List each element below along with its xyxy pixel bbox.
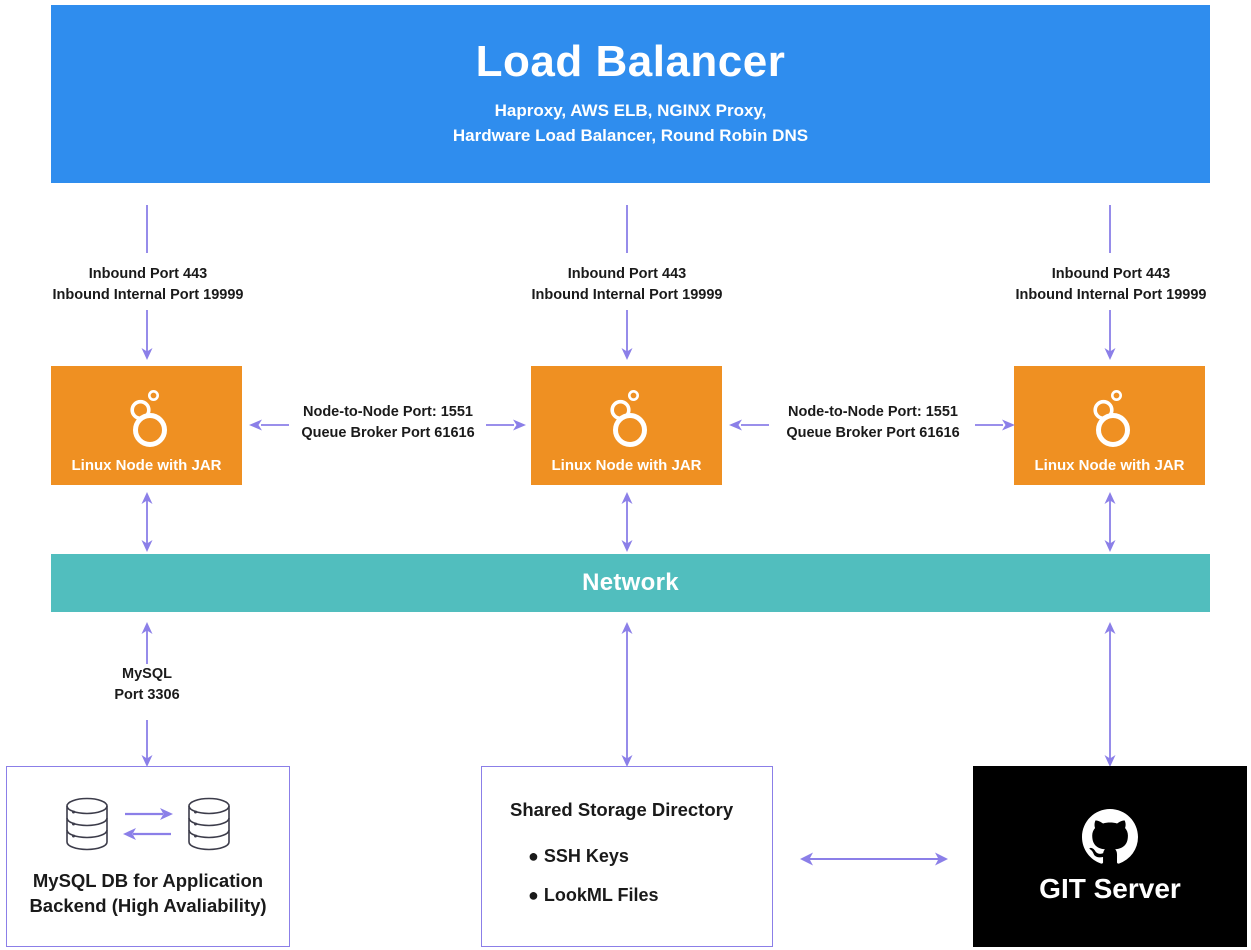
connector-shared-storage-to-git-server <box>800 852 948 866</box>
git-server-box: GIT Server <box>973 766 1247 947</box>
looker-icon <box>604 388 650 450</box>
connector-lb-to-node-1 <box>141 205 153 360</box>
connector-node-2-to-node-3 <box>729 419 1015 431</box>
network-bar: Network <box>51 554 1210 612</box>
inbound-link-3-line-1: Inbound Port 443 <box>1051 266 1171 282</box>
bullet-icon: ● <box>528 884 539 905</box>
inbound-link-2-line-2: Inbound Internal Port 19999 <box>531 287 723 304</box>
mysql-link-line-2: Port 3306 <box>114 687 180 704</box>
linux-node-2-label: Linux Node with JAR <box>551 457 702 474</box>
git-server-label: GIT Server <box>1039 872 1181 904</box>
mysql-link-line-1: MySQL <box>122 666 172 682</box>
shared-storage-box: Shared Storage Directory ● SSH Keys ● Lo… <box>481 766 773 947</box>
inbound-link-label-3: Inbound Port 443 Inbound Internal Port 1… <box>981 264 1241 306</box>
looker-icon <box>1087 388 1133 450</box>
connector-network-to-git-server <box>1104 622 1116 767</box>
mysql-database-box: MySQL DB for Application Backend (High A… <box>6 766 290 947</box>
linux-node-3[interactable]: Linux Node with JAR <box>1014 366 1205 485</box>
load-balancer-subtitle-line-1: Haproxy, AWS ELB, NGINX Proxy, <box>494 101 767 121</box>
shared-storage-item-ssh-keys: ● SSH Keys <box>528 846 772 867</box>
mysql-database-caption: MySQL DB for Application Backend (High A… <box>29 869 266 919</box>
github-octocat-icon <box>1082 808 1138 865</box>
node-to-node-2-line-1: Node-to-Node Port: 1551 <box>788 404 958 420</box>
inbound-link-label-1: Inbound Port 443 Inbound Internal Port 1… <box>18 264 278 306</box>
node-to-node-1-line-1: Node-to-Node Port: 1551 <box>303 404 473 420</box>
node-to-node-label-1: Node-to-Node Port: 1551 Queue Broker Por… <box>253 402 523 444</box>
mysql-database-caption-line-1: MySQL DB for Application <box>32 869 264 891</box>
node-to-node-2-line-2: Queue Broker Port 61616 <box>786 425 960 442</box>
network-label: Network <box>582 569 679 596</box>
connector-lb-to-node-2 <box>621 205 633 360</box>
inbound-link-1-line-2: Inbound Internal Port 19999 <box>52 287 244 304</box>
inbound-link-3-line-2: Inbound Internal Port 19999 <box>1015 287 1207 304</box>
node-to-node-1-line-2: Queue Broker Port 61616 <box>301 425 475 442</box>
connector-lb-to-node-3 <box>1104 205 1116 360</box>
shared-storage-item-lookml-files: ● LookML Files <box>528 885 772 906</box>
inbound-link-1-line-1: Inbound Port 443 <box>88 266 208 282</box>
mysql-database-caption-line-2: Backend (High Avaliability) <box>29 894 267 916</box>
bullet-icon: ● <box>528 845 539 866</box>
connector-node-1-to-network <box>141 492 153 552</box>
database-cylinder-icon <box>185 795 233 853</box>
load-balancer-subtitle-line-2: Hardware Load Balancer, Round Robin DNS <box>452 126 809 146</box>
node-to-node-label-2: Node-to-Node Port: 1551 Queue Broker Por… <box>738 402 1008 444</box>
shared-storage-item-ssh-keys-label: SSH Keys <box>543 845 629 866</box>
looker-icon <box>124 388 170 450</box>
shared-storage-title: Shared Storage Directory <box>510 798 734 820</box>
mysql-link-label: MySQL Port 3306 <box>47 664 247 706</box>
linux-node-3-label: Linux Node with JAR <box>1034 457 1185 474</box>
database-replication-row <box>63 795 233 853</box>
bidirectional-replication-arrows-icon <box>121 801 175 847</box>
database-cylinder-icon <box>63 795 111 853</box>
connector-node-3-to-network <box>1104 492 1116 552</box>
load-balancer-title: Load Balancer <box>475 37 786 87</box>
inbound-link-2-line-1: Inbound Port 443 <box>567 266 687 282</box>
connector-node-2-to-network <box>621 492 633 552</box>
load-balancer-box: Load Balancer Haproxy, AWS ELB, NGINX Pr… <box>51 5 1210 183</box>
linux-node-2[interactable]: Linux Node with JAR <box>531 366 722 485</box>
shared-storage-item-lookml-files-label: LookML Files <box>543 884 659 905</box>
inbound-link-label-2: Inbound Port 443 Inbound Internal Port 1… <box>497 264 757 306</box>
connector-node-1-to-node-2 <box>249 419 526 431</box>
connector-network-to-shared-storage <box>621 622 633 767</box>
connector-network-to-database <box>141 622 153 767</box>
linux-node-1-label: Linux Node with JAR <box>71 457 222 474</box>
linux-node-1[interactable]: Linux Node with JAR <box>51 366 242 485</box>
